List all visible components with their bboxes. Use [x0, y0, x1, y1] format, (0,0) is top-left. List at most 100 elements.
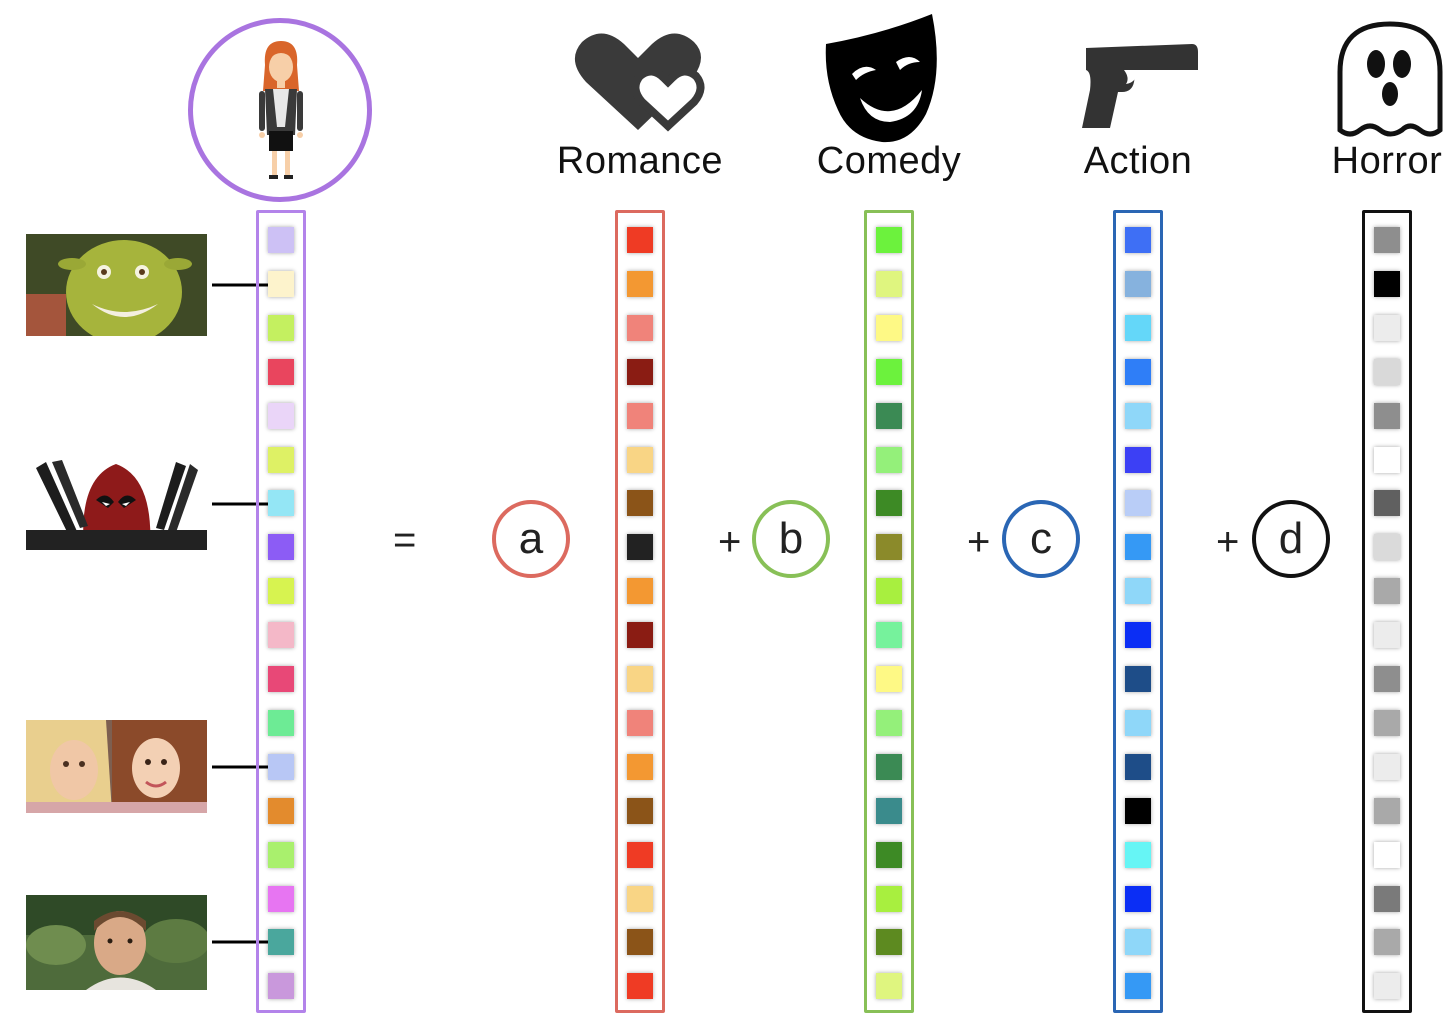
- comedy-embedding-cell: [876, 270, 902, 297]
- horror-embedding-cell: [1374, 314, 1400, 341]
- action-embedding-cell: [1125, 314, 1151, 341]
- comedy-embedding-cell: [876, 709, 902, 736]
- coefficient-a: a: [492, 500, 570, 578]
- horror-embedding-cell: [1374, 227, 1400, 253]
- comedy-embedding-cell: [876, 446, 902, 473]
- action-embedding-cell: [1125, 973, 1151, 1000]
- user-embedding-cell: [268, 841, 294, 868]
- comedy-mask-icon: [825, 14, 937, 143]
- horror-embedding-cell: [1374, 578, 1400, 605]
- user-embedding-cell: [268, 973, 294, 1000]
- shrek-thumbnail: [26, 234, 207, 336]
- coefficient-d-label: d: [1278, 514, 1304, 563]
- comedy-embedding-cell: [876, 534, 902, 561]
- woman-avatar-icon: [259, 41, 303, 179]
- user-embedding-cell: [268, 885, 294, 912]
- user-embedding-cell: [268, 446, 294, 473]
- coefficient-c: c: [1002, 500, 1080, 578]
- action-embedding-cell: [1125, 490, 1151, 517]
- romance-embedding-cell: [627, 534, 653, 561]
- user-embedding-cell: [268, 753, 294, 780]
- action-embedding-cell: [1125, 841, 1151, 868]
- romance-embedding-cell: [627, 709, 653, 736]
- action-embedding-cell: [1125, 709, 1151, 736]
- equals-sign: =: [393, 518, 417, 562]
- romance-embedding-cell: [627, 929, 653, 956]
- horror-embedding-cell: [1374, 490, 1400, 517]
- genre-label-romance: Romance: [556, 140, 724, 182]
- action-embedding-cell: [1125, 578, 1151, 605]
- user-embedding-cell: [268, 578, 294, 605]
- action-embedding-cell: [1125, 446, 1151, 473]
- comedy-embedding-cell: [876, 841, 902, 868]
- action-embedding-cell: [1125, 534, 1151, 561]
- horror-embedding-cell: [1374, 358, 1400, 385]
- coefficient-a-label: a: [518, 514, 544, 563]
- action-embedding-cell: [1125, 885, 1151, 912]
- comedy-embedding-cell: [876, 578, 902, 605]
- horror-embedding-cell: [1374, 709, 1400, 736]
- horror-embedding-cell: [1374, 885, 1400, 912]
- genre-label-horror: Horror: [1331, 140, 1443, 182]
- action-embedding-cell: [1125, 797, 1151, 824]
- action-embedding-cell: [1125, 622, 1151, 649]
- romance-embedding-cell: [627, 973, 653, 1000]
- comedy-embedding-cell: [876, 885, 902, 912]
- genre-label-action: Action: [1083, 140, 1193, 182]
- romance-embedding-vector: [615, 210, 665, 1013]
- action-embedding-cell: [1125, 270, 1151, 297]
- coefficient-b: b: [752, 500, 830, 578]
- horror-embedding-cell: [1374, 753, 1400, 780]
- romance-embedding-cell: [627, 578, 653, 605]
- user-embedding-cell: [268, 929, 294, 956]
- horror-embedding-cell: [1374, 841, 1400, 868]
- user-embedding-cell: [268, 402, 294, 429]
- deadpool-thumbnail: [26, 458, 207, 550]
- horror-embedding-cell: [1374, 666, 1400, 692]
- coefficient-c-label: c: [1030, 514, 1052, 563]
- pistol-icon: [1082, 44, 1198, 128]
- romance-embedding-cell: [627, 358, 653, 385]
- romance-embedding-cell: [627, 446, 653, 473]
- user-embedding-vector: [256, 210, 306, 1013]
- user-embedding-cell: [268, 622, 294, 649]
- comedy-embedding-vector: [864, 210, 914, 1013]
- forrest-gump-thumbnail: [26, 895, 207, 990]
- user-embedding-cell: [268, 227, 294, 253]
- action-embedding-cell: [1125, 929, 1151, 956]
- coefficient-d: d: [1252, 500, 1330, 578]
- plus-sign: +: [1216, 520, 1240, 564]
- comedy-embedding-cell: [876, 402, 902, 429]
- user-embedding-cell: [268, 358, 294, 385]
- comedy-embedding-cell: [876, 666, 902, 692]
- horror-embedding-cell: [1374, 973, 1400, 1000]
- horror-embedding-cell: [1374, 270, 1400, 297]
- ghost-icon: [1337, 21, 1443, 137]
- comedy-embedding-cell: [876, 490, 902, 517]
- action-embedding-vector: [1113, 210, 1163, 1013]
- horror-embedding-cell: [1374, 402, 1400, 429]
- plus-sign: +: [967, 520, 991, 564]
- comedy-embedding-cell: [876, 314, 902, 341]
- action-embedding-cell: [1125, 666, 1151, 692]
- comedy-embedding-cell: [876, 797, 902, 824]
- horror-embedding-cell: [1374, 929, 1400, 956]
- romance-embedding-cell: [627, 666, 653, 692]
- user-embedding-cell: [268, 534, 294, 561]
- genre-label-comedy: Comedy: [816, 140, 962, 182]
- user-embedding-cell: [268, 709, 294, 736]
- action-embedding-cell: [1125, 753, 1151, 780]
- user-embedding-cell: [268, 270, 294, 297]
- comedy-embedding-cell: [876, 358, 902, 385]
- horror-embedding-cell: [1374, 797, 1400, 824]
- comedy-embedding-cell: [876, 973, 902, 1000]
- plus-sign: +: [718, 520, 742, 564]
- user-avatar: [188, 18, 372, 202]
- horror-embedding-cell: [1374, 622, 1400, 649]
- romance-embedding-cell: [627, 314, 653, 341]
- horror-embedding-cell: [1374, 534, 1400, 561]
- action-embedding-cell: [1125, 227, 1151, 253]
- horror-embedding-vector: [1362, 210, 1412, 1013]
- romance-embedding-cell: [627, 885, 653, 912]
- action-embedding-cell: [1125, 358, 1151, 385]
